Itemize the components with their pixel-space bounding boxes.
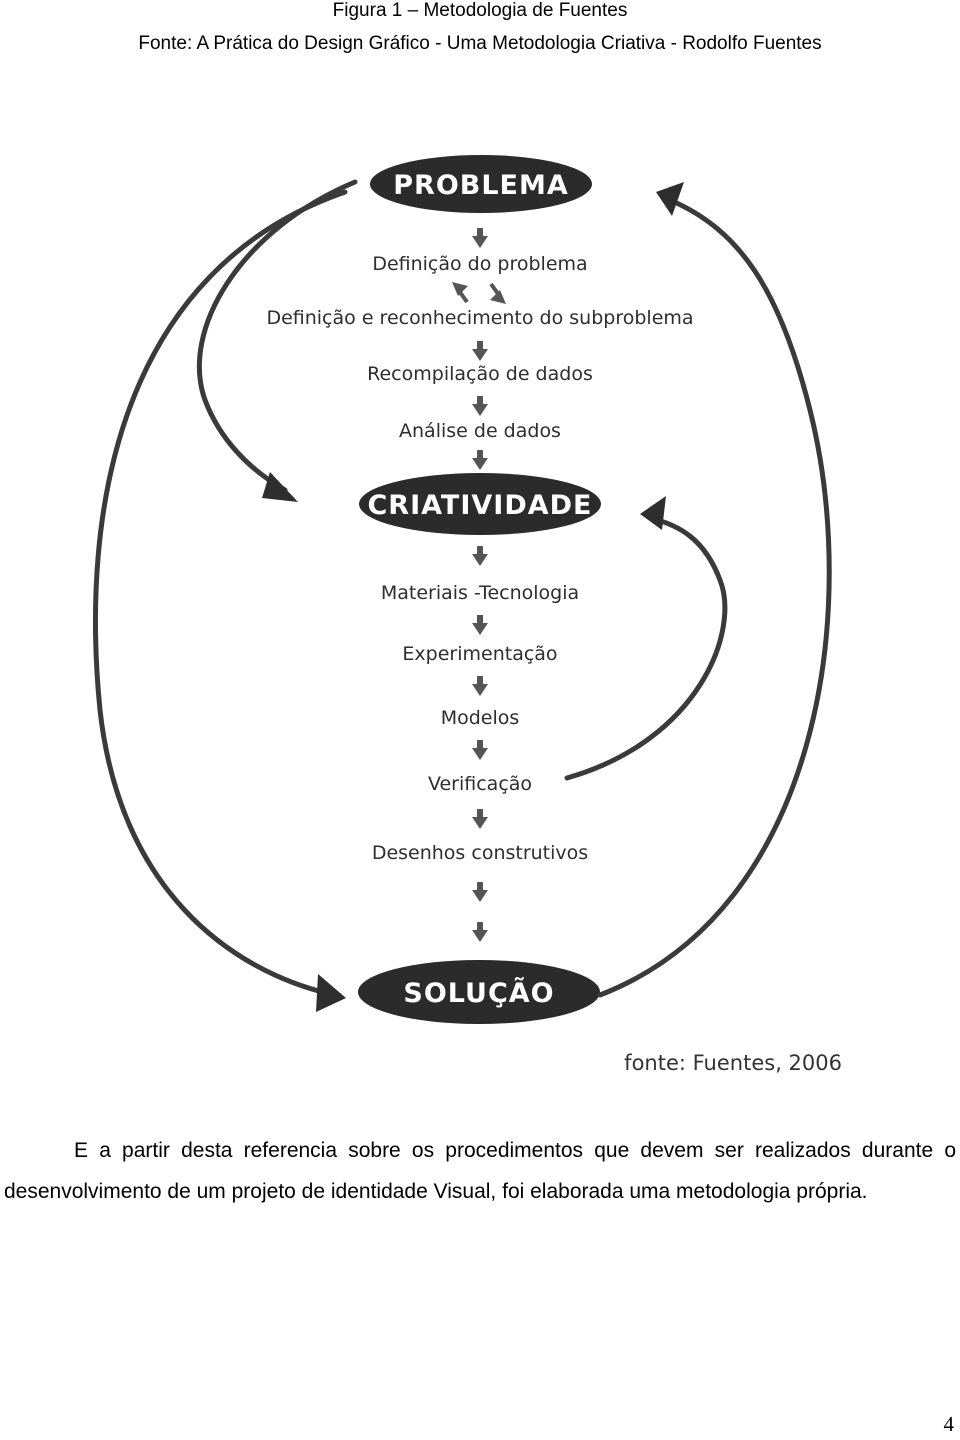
arrowhead-icon bbox=[656, 182, 684, 216]
down-arrow-icon bbox=[472, 615, 488, 635]
step-modelos: Modelos bbox=[441, 707, 520, 729]
feedback-arrows bbox=[92, 179, 832, 998]
down-arrow-icon bbox=[472, 396, 488, 416]
stage-solucao-label: SOLUÇÃO bbox=[403, 977, 554, 1009]
down-arrow-icon bbox=[472, 228, 488, 248]
arrowhead-icon bbox=[316, 974, 346, 1012]
down-arrow-icon bbox=[472, 546, 488, 566]
up-left-arrow-icon bbox=[452, 282, 469, 304]
arrowhead-icon bbox=[262, 472, 298, 502]
down-right-arrow-icon bbox=[489, 282, 506, 304]
body-paragraph: E a partir desta referencia sobre os pro… bbox=[4, 1139, 956, 1203]
down-arrows bbox=[452, 228, 506, 942]
arrowhead-icon bbox=[640, 496, 666, 530]
stage-criatividade-label: CRIATIVIDADE bbox=[367, 490, 592, 521]
down-arrow-icon bbox=[472, 676, 488, 696]
diagram-credit: fonte: Fuentes, 2006 bbox=[624, 1051, 842, 1075]
page-number: 4 bbox=[943, 1412, 955, 1436]
step-desenhos-construtivos: Desenhos construtivos bbox=[372, 842, 588, 864]
arrow-solucao-to-problema bbox=[597, 197, 832, 998]
stage-problema: PROBLEMA bbox=[370, 155, 592, 213]
down-arrow-icon bbox=[472, 882, 488, 902]
stage-solucao: SOLUÇÃO bbox=[358, 960, 600, 1024]
down-arrow-icon bbox=[472, 809, 488, 829]
step-recompilacao-dados: Recompilação de dados bbox=[367, 363, 593, 385]
down-arrow-icon bbox=[472, 922, 488, 942]
figure-caption: Figura 1 – Metodologia de Fuentes bbox=[332, 0, 628, 21]
step-experimentacao: Experimentação bbox=[402, 643, 557, 665]
arrow-verificacao-to-criatividade bbox=[564, 515, 728, 781]
arrow-heads bbox=[262, 182, 684, 1012]
arrow-problema-to-criatividade bbox=[196, 179, 358, 493]
stage-problema-label: PROBLEMA bbox=[393, 170, 569, 201]
down-arrow-icon bbox=[472, 740, 488, 760]
step-materiais-tecnologia: Materiais -Tecnologia bbox=[381, 582, 579, 604]
step-definicao-subproblema: Definição e reconhecimento do subproblem… bbox=[266, 307, 693, 329]
down-arrow-icon bbox=[472, 450, 488, 470]
figure-source: Fonte: A Prática do Design Gráfico - Uma… bbox=[138, 33, 822, 54]
fuentes-methodology-diagram: PROBLEMA CRIATIVIDADE SOLUÇÃO Definição … bbox=[92, 155, 842, 1075]
step-definicao-problema: Definição do problema bbox=[372, 253, 587, 275]
step-verificacao: Verificação bbox=[428, 773, 532, 795]
arrow-problema-to-solucao bbox=[92, 189, 348, 997]
down-arrow-icon bbox=[472, 341, 488, 361]
stage-criatividade: CRIATIVIDADE bbox=[359, 473, 601, 535]
step-analise-dados: Análise de dados bbox=[399, 420, 561, 442]
